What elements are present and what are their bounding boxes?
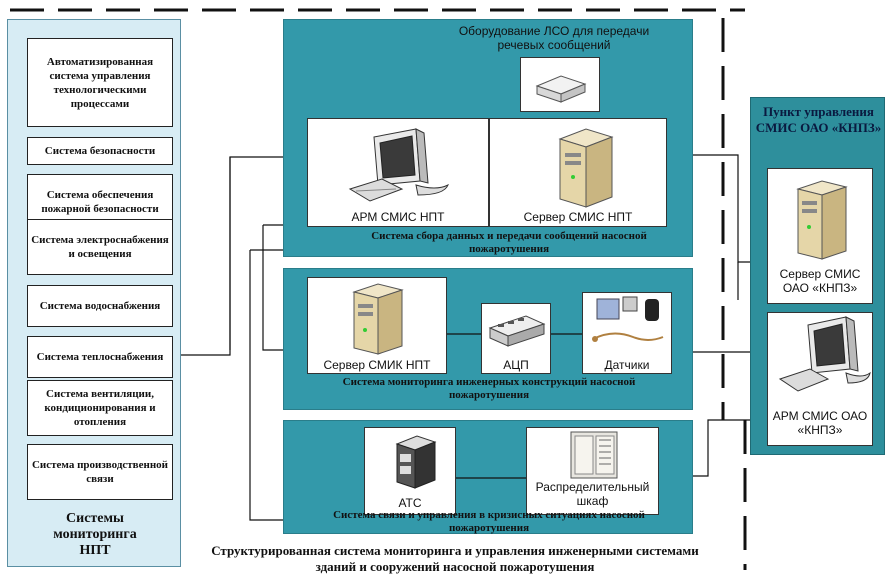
workstation-icon <box>348 128 449 202</box>
knpz-server-box: Сервер СМИС ОАО «КНПЗ» <box>767 168 873 304</box>
system-security: Система безопасности <box>27 137 173 165</box>
left-panel-title: Системы мониторинга НПТ <box>53 511 137 558</box>
sensors-label: Датчики <box>604 358 650 372</box>
system-ventilation: Система вентиляции, кондиционирования и … <box>27 380 173 436</box>
crisis-communication-block: АТС Распределительный шкаф Система связи… <box>283 420 693 534</box>
sensors-box: Датчики <box>582 292 672 374</box>
knpz-server-label: Сервер СМИС ОАО «КНПЗ» <box>779 267 861 295</box>
speaker-box-icon <box>535 75 587 103</box>
system-asutp: Автоматизированная система управления те… <box>27 38 173 127</box>
knpz-arm-box: АРМ СМИС ОАО «КНПЗ» <box>767 312 873 446</box>
system-production-comm: Система производственной связи <box>27 444 173 500</box>
adc-box: АЦП <box>481 303 551 374</box>
monitoring-systems-panel: Автоматизированная система управления те… <box>7 19 181 567</box>
cabinet-box: Распределительный шкаф <box>526 427 659 515</box>
equipment-label: Оборудование ЛСО для передачи речевых со… <box>458 24 650 52</box>
system-power: Система электроснабжения и освещения <box>27 219 173 275</box>
block3-caption: Система связи и управления в кризисных с… <box>333 509 645 534</box>
knpz-arm-label: АРМ СМИС ОАО «КНПЗ» <box>772 409 868 437</box>
diagram-caption: Структурированная система мониторинга и … <box>211 543 699 574</box>
structural-monitoring-block: Сервер СМИК НПТ АЦП Датчики Система мони… <box>283 268 693 410</box>
arm-npt-label: АРМ СМИС НПТ <box>351 210 445 224</box>
data-collection-block: Оборудование ЛСО для передачи речевых со… <box>283 19 693 257</box>
control-point-panel: Пункт управления СМИС ОАО «КНПЗ» Сервер … <box>750 97 885 455</box>
sensors-icon <box>592 296 664 342</box>
server-icon <box>796 180 848 260</box>
server-icon <box>352 283 404 355</box>
adc-label: АЦП <box>503 358 529 372</box>
smis-server-box: Сервер СМИС НПТ <box>489 118 667 227</box>
system-heat: Система теплоснабжения <box>27 336 173 378</box>
adc-link-lines <box>447 333 582 335</box>
workstation-icon <box>778 316 871 392</box>
ats-link-line <box>456 477 526 479</box>
ats-box: АТС <box>364 427 456 515</box>
control-point-title: Пункт управления СМИС ОАО «КНПЗ» <box>755 104 882 135</box>
cabinet-icon <box>570 431 618 479</box>
smis-server-label: Сервер СМИС НПТ <box>523 210 633 224</box>
system-water: Система водоснабжения <box>27 285 173 327</box>
block2-caption: Система мониторинга инженерных конструкц… <box>342 376 636 401</box>
arm-npt-box: АРМ СМИС НПТ <box>307 118 489 227</box>
server-icon <box>558 128 614 208</box>
ats-label: АТС <box>398 496 422 510</box>
cabinet-label: Распределительный шкаф <box>535 480 650 508</box>
smik-server-label: Сервер СМИК НПТ <box>323 358 431 372</box>
lso-device-box <box>520 57 600 112</box>
block1-caption: Система сбора данных и передачи сообщени… <box>371 230 647 255</box>
pbx-icon <box>395 435 437 489</box>
adc-icon <box>488 315 546 347</box>
smik-server-box: Сервер СМИК НПТ <box>307 277 447 374</box>
